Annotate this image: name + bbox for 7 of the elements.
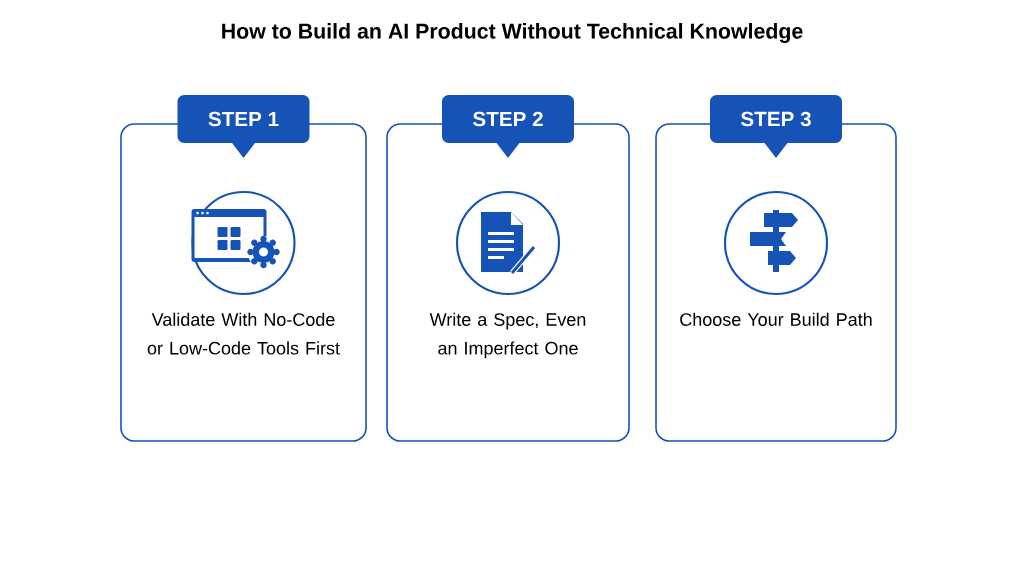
title: How to Build an AI Product Without Technical Knowledge [222, 23, 803, 43]
step-tab: STEP 2 [442, 95, 574, 158]
step-description: Choose Your Build Path [680, 312, 872, 326]
step-tab: STEP 1 [177, 95, 310, 158]
step-tab: STEP 3 [710, 95, 842, 158]
step-description: Validate With No-Code or Low-Code Tools First [147, 312, 340, 355]
step-description: Write a Spec, Even an Imperfect One [429, 312, 586, 359]
